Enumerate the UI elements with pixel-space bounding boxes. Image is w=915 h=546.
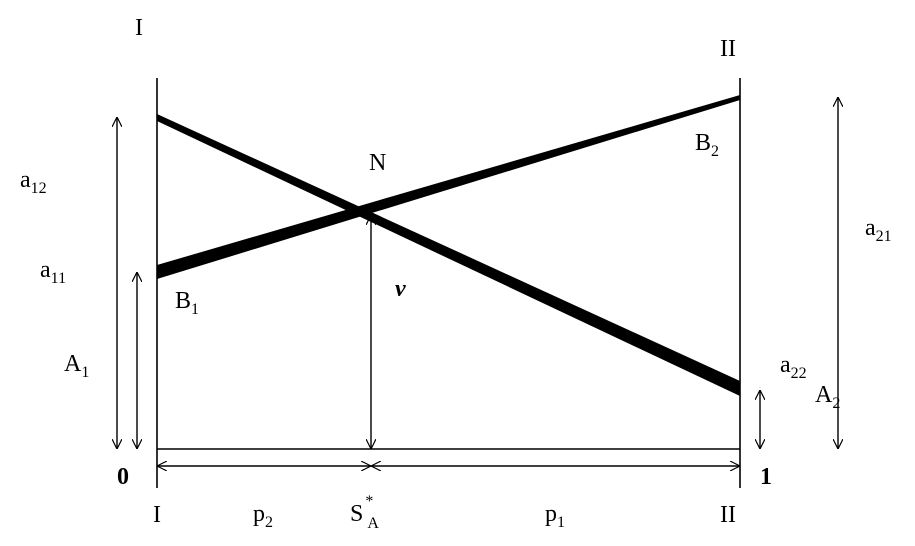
strategy-line-b1: [157, 95, 740, 279]
label-p2: p2: [253, 501, 273, 531]
label-A1: A1: [64, 351, 89, 381]
label-a21: a21: [865, 215, 892, 245]
label-value-v: v: [395, 276, 406, 302]
label-A2: A2: [815, 382, 840, 412]
label-axis-right-top: II: [720, 36, 736, 62]
label-s-star-a: S*A: [350, 493, 379, 532]
label-a11: a11: [40, 257, 66, 287]
label-axis-right-bottom: II: [720, 502, 736, 528]
label-a22: a22: [780, 352, 807, 382]
label-point-n: N: [369, 150, 386, 176]
label-one: 1: [760, 464, 772, 490]
label-axis-left-top: I: [135, 15, 143, 41]
label-b1: B1: [175, 288, 199, 318]
label-zero: 0: [117, 464, 129, 490]
label-p1: p1: [545, 501, 565, 531]
label-b2: B2: [695, 130, 719, 160]
label-axis-left-bottom: I: [153, 502, 161, 528]
strategy-line-b2: [157, 114, 740, 396]
label-a12: a12: [20, 167, 47, 197]
